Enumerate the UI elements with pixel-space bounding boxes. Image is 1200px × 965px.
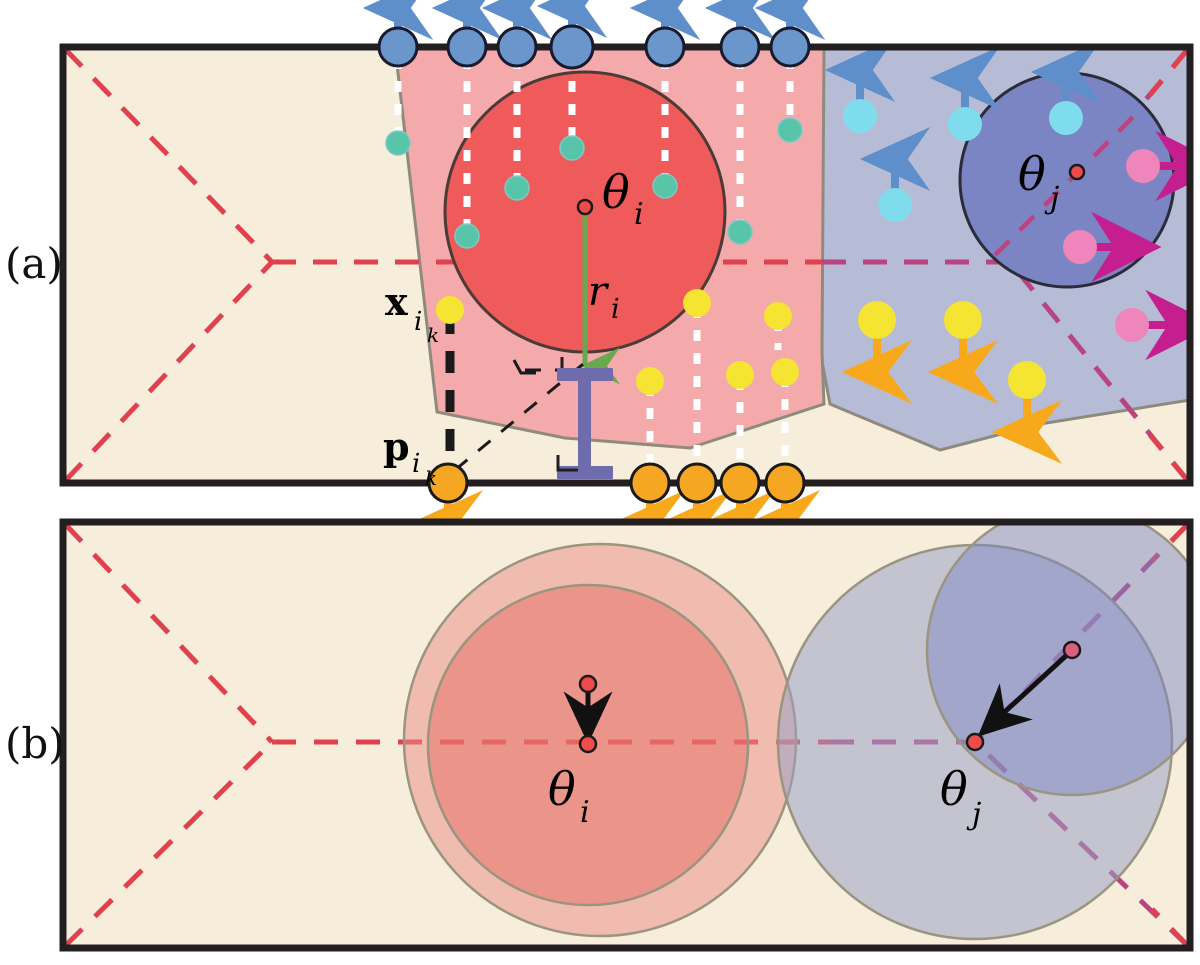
svg-text:p: p [383, 424, 410, 469]
yellow-particles-with-arrows [841, 301, 1063, 465]
label-x-ik: x i k [385, 279, 439, 347]
top-boundary-nodes [362, 0, 826, 70]
svg-text:i: i [412, 449, 420, 479]
label-theta-i-b: θ i [548, 762, 590, 830]
svg-text:θ: θ [940, 762, 968, 816]
svg-text:θ: θ [1018, 147, 1046, 201]
panel-b-label: (b) [5, 719, 65, 768]
right-angle-tick-bottom [556, 455, 578, 472]
pink-particles-with-arrows [1063, 130, 1190, 361]
dot-j-previous [1062, 640, 1082, 660]
svg-text:k: k [427, 323, 439, 347]
dot-j-updated [965, 732, 985, 752]
dashed-red-tips-b [1150, 522, 1190, 948]
projection-lines-top [394, 58, 794, 232]
svg-text:i: i [634, 197, 644, 232]
dot-i-previous [578, 674, 598, 694]
panel-a-label: (a) [5, 239, 63, 288]
bottom-boundary-nodes [412, 462, 821, 555]
symmetry-dashed-lines-a-redtips [1148, 47, 1190, 483]
svg-text:r: r [588, 269, 610, 315]
svg-text:θ: θ [602, 165, 630, 219]
teal-particles [385, 117, 803, 249]
svg-text:i: i [580, 795, 590, 830]
svg-text:θ: θ [548, 762, 576, 816]
center-dot-i [576, 198, 594, 216]
svg-text:i: i [414, 307, 422, 337]
label-p-ik: p i k [383, 424, 437, 490]
dot-i-updated [578, 734, 598, 754]
panel-b: (b) θ i θ j [5, 518, 1194, 952]
panel-b-border [59, 518, 1194, 952]
panel-a: (a) θ i r i θ j x i k p i k [5, 0, 1194, 555]
panel-a-border [59, 43, 1194, 487]
cyan-particles-with-arrows [824, 47, 1102, 222]
svg-text:i: i [611, 294, 620, 325]
angle-mark [512, 359, 536, 375]
i-beam-member [557, 368, 613, 479]
svg-text:x: x [385, 279, 408, 324]
yellow-particles [436, 289, 799, 395]
label-theta-i-a: θ i [602, 165, 644, 232]
label-radius-i: r i [588, 269, 620, 325]
displacement-arrow-j [977, 651, 1071, 737]
center-dot-j [1068, 163, 1086, 181]
svg-text:k: k [425, 466, 437, 490]
